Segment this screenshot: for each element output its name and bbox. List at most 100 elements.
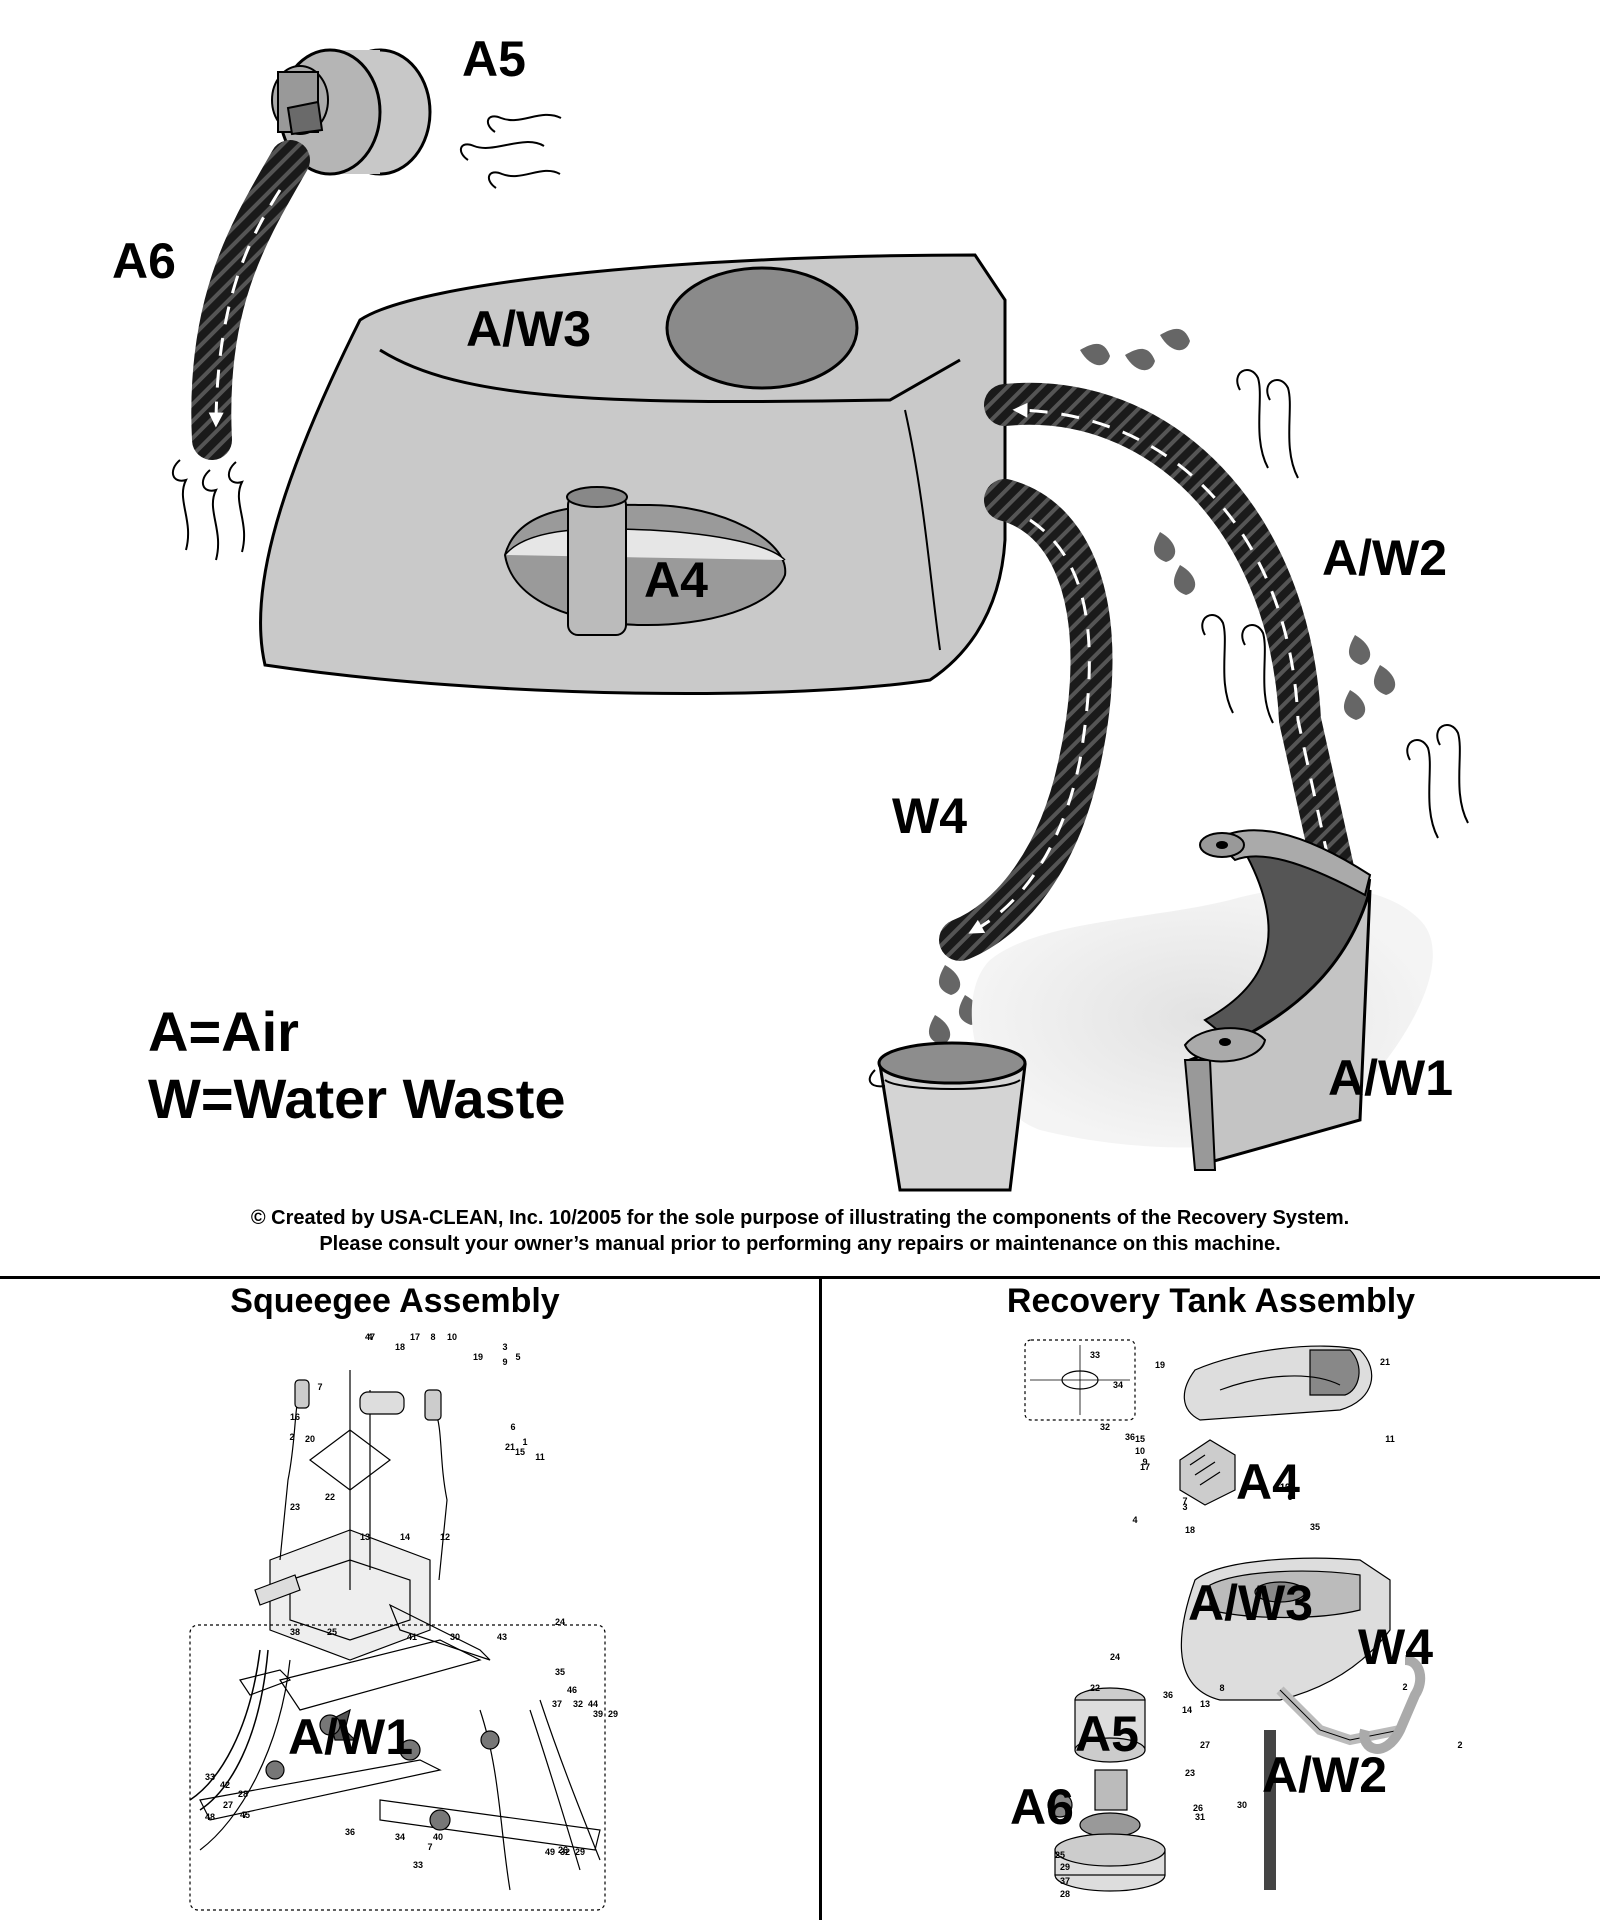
- air-swirl-icon: [171, 459, 246, 561]
- squeegee-part-number: 23: [290, 1502, 300, 1512]
- squeegee-panel-title: Squeegee Assembly: [230, 1282, 560, 1320]
- squeegee-part-number: 12: [440, 1532, 450, 1542]
- squeegee-part-number: 42: [220, 1780, 230, 1790]
- recovery-part-number: 25: [1055, 1850, 1065, 1860]
- squeegee-part-number: 39: [593, 1709, 603, 1719]
- vacuum-motor: [271, 48, 432, 176]
- squeegee-part-number: 34: [395, 1832, 405, 1842]
- recovery-part-number: 2: [1457, 1740, 1462, 1750]
- legend-water: W=Water Waste: [148, 1067, 566, 1131]
- squeegee-part-number: 40: [433, 1832, 443, 1842]
- squeegee-part-number: 32: [573, 1699, 583, 1709]
- recovery-part-number: 24: [1110, 1652, 1120, 1662]
- recovery-part-number: 36: [1125, 1432, 1135, 1442]
- recovery-part-number: 10: [1135, 1446, 1145, 1456]
- recovery-overlay-aw2: A/W2: [1262, 1747, 1387, 1803]
- squeegee-part-number: 33: [413, 1860, 423, 1870]
- recovery-part-number: 7: [1182, 1496, 1187, 1506]
- recovery-part-number: 32: [1100, 1422, 1110, 1432]
- squeegee-part-number: 10: [447, 1332, 457, 1342]
- squeegee-part-number: 44: [588, 1699, 598, 1709]
- recovery-part-number: 33: [1090, 1350, 1100, 1360]
- squeegee-part-number: 9: [502, 1357, 507, 1367]
- label-aw1: A/W1: [1328, 1050, 1453, 1106]
- squeegee: [1183, 829, 1372, 1171]
- recovery-part-number: 30: [1237, 1800, 1247, 1810]
- squeegee-part-number: 22: [325, 1492, 335, 1502]
- recovery-overlay-w4: W4: [1358, 1619, 1433, 1675]
- squeegee-part-number: 11: [535, 1452, 545, 1462]
- recovery-part-number: 4: [1132, 1515, 1137, 1525]
- recovery-overlay-a4: A4: [1236, 1454, 1300, 1510]
- squeegee-part-number: 1: [522, 1437, 527, 1447]
- squeegee-part-number: 27: [223, 1800, 233, 1810]
- squeegee-part-number: 30: [450, 1632, 460, 1642]
- recovery-part-number: 27: [1200, 1740, 1210, 1750]
- label-a6: A6: [112, 233, 176, 289]
- label-a4: A4: [644, 552, 708, 608]
- recovery-tank: [258, 253, 1007, 696]
- recovery-part-number: 35: [1310, 1522, 1320, 1532]
- recovery-part-number: 17: [1140, 1462, 1150, 1472]
- recovery-part-number: 29: [1060, 1862, 1070, 1872]
- recovery-part-number: 18: [1185, 1525, 1195, 1535]
- recovery-part-number: 37: [1060, 1876, 1070, 1886]
- recovery-part-number: 14: [1182, 1705, 1192, 1715]
- legend: A=Air W=Water Waste: [148, 998, 565, 1132]
- recovery-part-number: 2: [1402, 1682, 1407, 1692]
- squeegee-part-number: 25: [327, 1627, 337, 1637]
- legend-air: A=Air: [148, 1000, 299, 1063]
- squeegee-part-number: 7: [242, 1810, 247, 1820]
- squeegee-part-number: 26: [558, 1845, 568, 1855]
- squeegee-part-number: 17: [410, 1332, 420, 1342]
- air-swirl-icon: [1201, 369, 1469, 839]
- squeegee-overlay-aw1: A/W1: [288, 1709, 413, 1765]
- squeegee-part-number: 3: [502, 1342, 507, 1352]
- recovery-part-number: 15: [1135, 1434, 1145, 1444]
- recovery-part-number: 6: [1287, 1492, 1292, 1502]
- recovery-overlay-a5: A5: [1075, 1706, 1139, 1762]
- squeegee-part-number: 35: [555, 1667, 565, 1677]
- recovery-part-number: 22: [1090, 1683, 1100, 1693]
- squeegee-part-number: 46: [567, 1685, 577, 1695]
- label-a5: A5: [462, 31, 526, 87]
- squeegee-part-number: 5: [515, 1352, 520, 1362]
- horizontal-divider: [0, 1276, 1600, 1279]
- recovery-part-number: 34: [1113, 1380, 1123, 1390]
- squeegee-part-number: 13: [360, 1532, 370, 1542]
- recovery-part-number: 36: [1163, 1690, 1173, 1700]
- recovery-part-number: 31: [1195, 1812, 1205, 1822]
- exhaust-hose: [191, 140, 310, 460]
- squeegee-part-number: 29: [575, 1847, 585, 1857]
- squeegee-part-number: 38: [290, 1627, 300, 1637]
- recovery-part-number: 3: [1182, 1502, 1187, 1512]
- recovery-part-number: 9: [1142, 1457, 1147, 1467]
- recovery-part-number: 28: [1060, 1889, 1070, 1899]
- squeegee-part-number: 2: [289, 1432, 294, 1442]
- squeegee-part-number: 33: [205, 1772, 215, 1782]
- squeegee-part-number: 18: [395, 1342, 405, 1352]
- squeegee-part-number: 7: [427, 1842, 432, 1852]
- recovery-part-number: 21: [1380, 1357, 1390, 1367]
- squeegee-part-number: 29: [608, 1709, 618, 1719]
- recovery-part-number: 23: [1185, 1768, 1195, 1778]
- squeegee-part-number: 14: [400, 1532, 410, 1542]
- recovery-part-number: 16: [1280, 1482, 1290, 1492]
- squeegee-part-number: 8: [430, 1332, 435, 1342]
- squeegee-part-number: 49: [545, 1847, 555, 1857]
- recovery-panel-title: Recovery Tank Assembly: [1006, 1282, 1416, 1320]
- water-droplet-icon: [928, 328, 1396, 1045]
- squeegee-part-number: 16: [290, 1412, 300, 1422]
- recovery-part-number: 11: [1385, 1434, 1395, 1444]
- label-aw2: A/W2: [1322, 530, 1447, 586]
- recovery-overlay-a6: A6: [1010, 1779, 1074, 1835]
- squeegee-part-number: 47: [365, 1332, 375, 1342]
- squeegee-part-number: 48: [205, 1812, 215, 1822]
- air-swirl-icon: [459, 113, 562, 189]
- waste-bucket: [868, 1041, 1027, 1192]
- squeegee-part-number: 28: [238, 1789, 248, 1799]
